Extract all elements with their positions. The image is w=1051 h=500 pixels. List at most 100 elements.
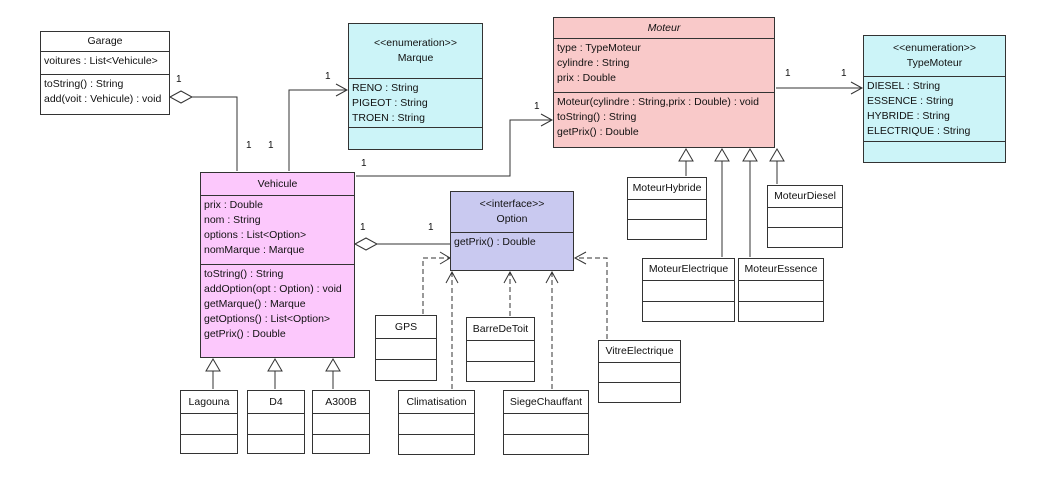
empty-compartment — [313, 434, 369, 453]
connector-line — [576, 257, 608, 339]
generalization-triangle-icon — [678, 148, 694, 162]
enum-literal-row: ELECTRIQUE : String — [867, 125, 971, 137]
class-name: VitreElectrique — [605, 345, 674, 357]
generalization-moteurelectrique-moteur — [714, 148, 730, 257]
class-name: MoteurElectrique — [648, 263, 729, 275]
open-arrowhead-icon — [439, 251, 451, 265]
method-row: add(voit : Vehicule) : void — [44, 93, 162, 105]
literals-compartment: DIESEL : String ESSENCE : String HYBRIDE… — [864, 76, 1005, 141]
class-header: <<enumeration>> Marque — [349, 24, 482, 78]
class-vitreelectrique[interactable]: VitreElectrique — [598, 340, 681, 403]
empty-compartment — [399, 413, 474, 434]
enum-literal-row: RENO : String — [352, 82, 419, 94]
enum-literal-row: TROEN : String — [352, 112, 425, 124]
attribute-row: type : TypeMoteur — [557, 42, 641, 54]
class-barredetoit[interactable]: BarreDeToit — [466, 317, 535, 382]
generalization-d4-vehicule — [267, 358, 283, 389]
stereotype-label: <<enumeration>> — [374, 37, 457, 49]
class-name: Lagouna — [188, 396, 230, 408]
method-row: getPrix() : Double — [557, 126, 639, 138]
attribute-row: nom : String — [204, 214, 261, 226]
attribute-row: options : List<Option> — [204, 229, 307, 241]
class-moteuressence[interactable]: MoteurEssence — [738, 258, 824, 322]
realization-gps-option — [422, 251, 451, 314]
class-vehicule[interactable]: Vehicule prix : Double nom : String opti… — [200, 172, 355, 358]
method-row: toString() : String — [44, 78, 124, 90]
generalization-triangle-icon — [742, 148, 758, 162]
class-header: <<interface>> Option — [451, 192, 573, 232]
class-name: MoteurEssence — [744, 263, 818, 275]
class-name: SiegeChauffant — [509, 396, 583, 408]
method-row: getPrix() : Double — [204, 328, 286, 340]
methods-compartment: Moteur(cylindre : String,prix : Double) … — [554, 92, 774, 147]
generalization-triangle-icon — [267, 358, 283, 372]
enum-literal-row: HYBRIDE : String — [867, 110, 950, 122]
multiplicity-label: 1 — [176, 74, 182, 85]
class-moteurdiesel[interactable]: MoteurDiesel — [767, 185, 843, 248]
multiplicity-label: 1 — [428, 222, 434, 233]
empty-compartment — [864, 141, 1005, 162]
multiplicity-label: 1 — [361, 158, 367, 169]
class-name: Vehicule — [257, 178, 298, 190]
empty-compartment — [181, 413, 237, 434]
realization-climatisation-option — [445, 270, 459, 389]
interface-option[interactable]: <<interface>> Option getPrix() : Double — [450, 191, 574, 271]
empty-compartment — [504, 413, 588, 434]
multiplicity-label: 1 — [325, 71, 331, 82]
multiplicity-label: 1 — [785, 68, 791, 79]
class-garage[interactable]: Garage voitures : List<Vehicule> toStrin… — [40, 31, 170, 115]
class-climatisation[interactable]: Climatisation — [398, 390, 475, 455]
empty-compartment — [599, 362, 680, 382]
class-moteurelectrique[interactable]: MoteurElectrique — [642, 258, 735, 322]
empty-compartment — [739, 280, 823, 301]
class-name: Marque — [397, 52, 434, 64]
enumeration-marque[interactable]: <<enumeration>> Marque RENO : String PIG… — [348, 23, 483, 150]
realization-siegechauffant-option — [545, 270, 559, 389]
class-d4[interactable]: D4 — [247, 390, 305, 454]
generalization-lagouna-vehicule — [205, 358, 221, 389]
method-row: toString() : String — [204, 268, 284, 280]
empty-compartment — [248, 413, 304, 434]
attributes-compartment: prix : Double nom : String options : Lis… — [201, 195, 354, 264]
open-arrowhead-icon — [540, 113, 554, 127]
class-name: Option — [496, 213, 528, 225]
empty-compartment — [628, 199, 706, 219]
method-row: toString() : String — [557, 111, 637, 123]
empty-compartment — [376, 359, 436, 380]
class-header: <<enumeration>> TypeMoteur — [864, 36, 1005, 76]
class-moteurhybride[interactable]: MoteurHybride — [627, 177, 707, 240]
empty-compartment — [248, 434, 304, 453]
association-moteur-typemoteur — [776, 81, 864, 95]
stereotype-label: <<interface>> — [479, 198, 545, 210]
open-arrowhead-icon — [545, 270, 559, 284]
open-arrowhead-icon — [503, 270, 517, 284]
empty-compartment — [768, 227, 842, 247]
generalization-a300b-vehicule — [325, 358, 341, 389]
empty-compartment — [739, 301, 823, 321]
class-name: D4 — [269, 396, 283, 408]
method-row: getOptions() : List<Option> — [204, 313, 331, 325]
class-lagouna[interactable]: Lagouna — [180, 390, 238, 454]
methods-compartment: toString() : String addOption(opt : Opti… — [201, 264, 354, 357]
abstract-class-moteur[interactable]: Moteur type : TypeMoteur cylindre : Stri… — [553, 17, 775, 148]
aggregation-diamond-icon — [168, 90, 194, 104]
class-a300b[interactable]: A300B — [312, 390, 370, 454]
connector-line — [422, 257, 449, 314]
empty-compartment — [599, 382, 680, 402]
class-siegechauffant[interactable]: SiegeChauffant — [503, 390, 589, 455]
open-arrowhead-icon — [335, 83, 349, 97]
attribute-row: nomMarque : Marque — [204, 244, 305, 256]
class-gps[interactable]: GPS — [375, 315, 437, 381]
generalization-moteuressence-moteur — [742, 148, 758, 257]
methods-compartment: getPrix() : Double — [451, 232, 573, 270]
generalization-triangle-icon — [769, 148, 785, 162]
multiplicity-label: 1 — [246, 140, 252, 151]
enumeration-typemoteur[interactable]: <<enumeration>> TypeMoteur DIESEL : Stri… — [863, 35, 1006, 163]
class-name: Moteur — [647, 22, 681, 34]
methods-compartment: toString() : String add(voit : Vehicule)… — [41, 74, 169, 114]
class-name: MoteurDiesel — [774, 190, 836, 202]
generalization-moteurhybride-moteur — [678, 148, 694, 176]
empty-compartment — [399, 434, 474, 454]
connector-line — [288, 89, 346, 171]
